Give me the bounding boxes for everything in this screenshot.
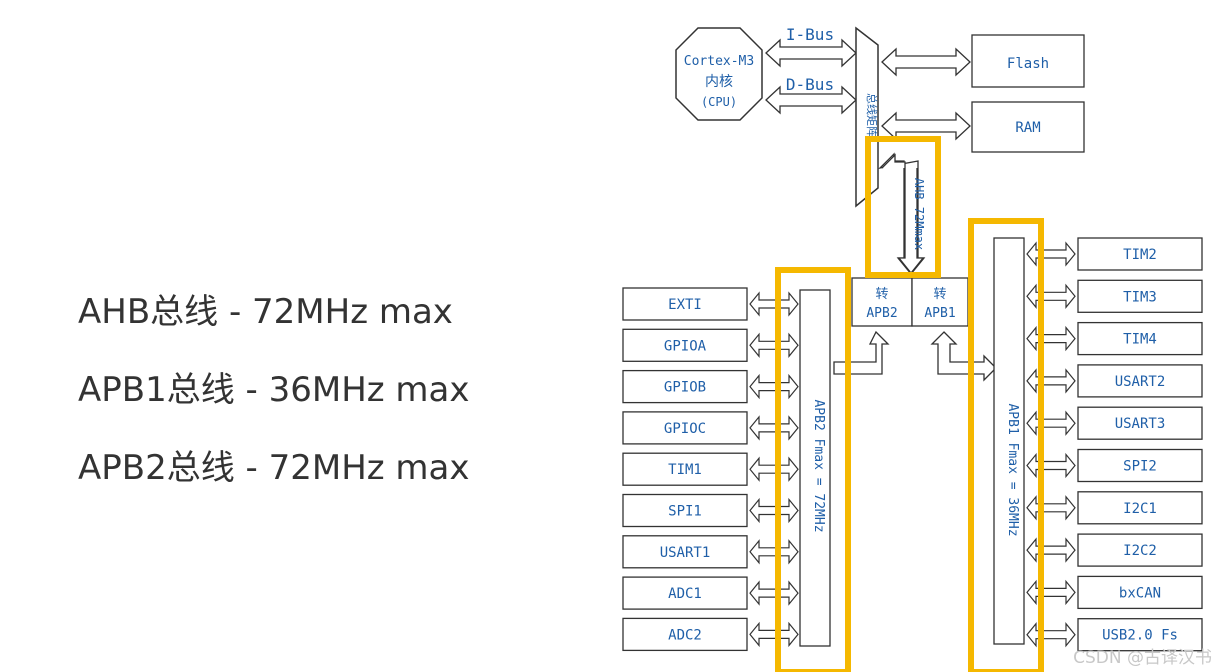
- peripheral-link-arrow: [1026, 283, 1076, 309]
- peripheral-box: [1077, 237, 1203, 271]
- peripheral-link-arrow: [1026, 579, 1076, 606]
- peripheral-box: [622, 328, 748, 362]
- ram-arrow: [881, 111, 971, 141]
- peripheral-label: USART3: [1115, 416, 1166, 432]
- cpu-octagon: [675, 27, 763, 121]
- ram-label: RAM: [1015, 120, 1040, 136]
- peripheral-label: USART1: [660, 545, 711, 561]
- bullet-ahb: AHB总线 - 72MHz max: [78, 292, 453, 332]
- cpu-label-1: Cortex-M3: [684, 54, 754, 69]
- peripheral-label: I2C1: [1123, 501, 1157, 517]
- apb1-bridge-arrow: [930, 331, 997, 382]
- ram-box: [971, 101, 1085, 153]
- peripheral-box: [622, 535, 748, 569]
- flash-label: Flash: [1007, 56, 1049, 72]
- peripheral-label: SPI1: [668, 504, 702, 520]
- apb2-bridge-arrow: [833, 330, 890, 375]
- peripheral-box: [1077, 448, 1203, 483]
- highlight-apb2: [775, 267, 851, 672]
- peripheral-link-arrow: [749, 373, 799, 400]
- peripheral-link-arrow: [749, 580, 799, 606]
- peripheral-label: ADC1: [668, 586, 702, 602]
- peripheral-link-arrow: [1026, 452, 1076, 479]
- apb2-bus-bar: [799, 289, 831, 647]
- peripheral-link-arrow: [749, 332, 799, 358]
- bridge-apb2-l1: 转: [875, 287, 888, 302]
- peripheral-label: TIM2: [1123, 247, 1157, 263]
- peripheral-box: [1077, 321, 1203, 356]
- peripheral-link-arrow: [1026, 241, 1076, 267]
- peripheral-box: [1077, 279, 1203, 313]
- bullet-apb1: APB1总线 - 36MHz max: [78, 370, 470, 410]
- peripheral-box: [622, 287, 748, 321]
- peripheral-label: TIM3: [1123, 289, 1157, 305]
- peripheral-label: USART2: [1115, 374, 1166, 390]
- peripheral-link-arrow: [749, 539, 799, 565]
- apb2-bus-label: APB2 Fmax = 72MHz: [811, 399, 826, 532]
- highlight-apb1: [968, 218, 1044, 672]
- peripheral-link-arrow: [1026, 537, 1076, 563]
- peripheral-box: [1077, 364, 1203, 398]
- apb1-bus-label: APB1 Fmax = 36MHz: [1005, 403, 1020, 536]
- peripheral-label: TIM4: [1123, 332, 1157, 348]
- peripheral-label: GPIOA: [664, 338, 707, 354]
- peripheral-label: GPIOC: [664, 421, 706, 437]
- ibus-label: I-Bus: [786, 25, 834, 44]
- peripheral-link-arrow: [1026, 622, 1076, 648]
- peripheral-label: bxCAN: [1119, 585, 1161, 601]
- peripheral-link-arrow: [749, 415, 799, 441]
- peripheral-link-arrow: [1026, 368, 1076, 394]
- bridge-apb2-l2: APB2: [866, 306, 897, 321]
- peripheral-label: TIM1: [668, 462, 702, 478]
- peripheral-label: USB2.0 Fs: [1102, 628, 1178, 644]
- peripheral-box: [622, 493, 748, 528]
- bus-matrix-label: 总线矩阵: [865, 93, 879, 137]
- peripheral-link-arrow: [749, 621, 799, 648]
- apb1-bus-bar: [993, 237, 1025, 645]
- peripheral-box: [622, 369, 748, 404]
- peripheral-box: [1077, 406, 1203, 440]
- peripheral-link-arrow: [749, 291, 799, 317]
- peripheral-box: [622, 617, 748, 652]
- peripheral-link-arrow: [749, 456, 799, 482]
- dbus-label: D-Bus: [786, 75, 834, 94]
- peripheral-box: [622, 452, 748, 486]
- peripheral-label: GPIOB: [664, 380, 706, 396]
- cpu-label-2: 内核: [705, 74, 733, 90]
- bullet-apb2: APB2总线 - 72MHz max: [78, 448, 470, 488]
- flash-box: [971, 34, 1085, 88]
- apb2-peripherals: EXTI GPIOA GPIOB GPIOC TIM1SPI1USART1ADC1ADC…: [622, 287, 799, 652]
- ahb-label: AHB 72Mmax: [912, 178, 926, 250]
- cpu-label-3: (CPU): [701, 95, 737, 109]
- peripheral-link-arrow: [749, 497, 799, 524]
- flash-arrow: [881, 47, 971, 77]
- peripheral-label: SPI2: [1123, 459, 1157, 475]
- bridge-apb1-l1: 转: [933, 287, 946, 302]
- peripheral-box: [622, 576, 748, 610]
- peripheral-label: ADC2: [668, 627, 702, 643]
- peripheral-label: I2C2: [1123, 543, 1157, 559]
- bridge-apb1-l2: APB1: [924, 306, 955, 321]
- peripheral-box: [1077, 575, 1203, 610]
- peripheral-box: [622, 411, 748, 445]
- peripheral-link-arrow: [1026, 325, 1076, 352]
- peripheral-box: [1077, 533, 1203, 567]
- peripheral-label: EXTI: [668, 297, 702, 313]
- bus-matrix: [855, 26, 879, 208]
- peripheral-link-arrow: [1026, 410, 1076, 436]
- watermark: CSDN @古译汉书: [1073, 648, 1212, 668]
- peripheral-box: [1077, 618, 1203, 652]
- peripheral-box: [1077, 491, 1203, 525]
- highlight-ahb: [865, 136, 941, 278]
- peripheral-link-arrow: [1026, 495, 1076, 521]
